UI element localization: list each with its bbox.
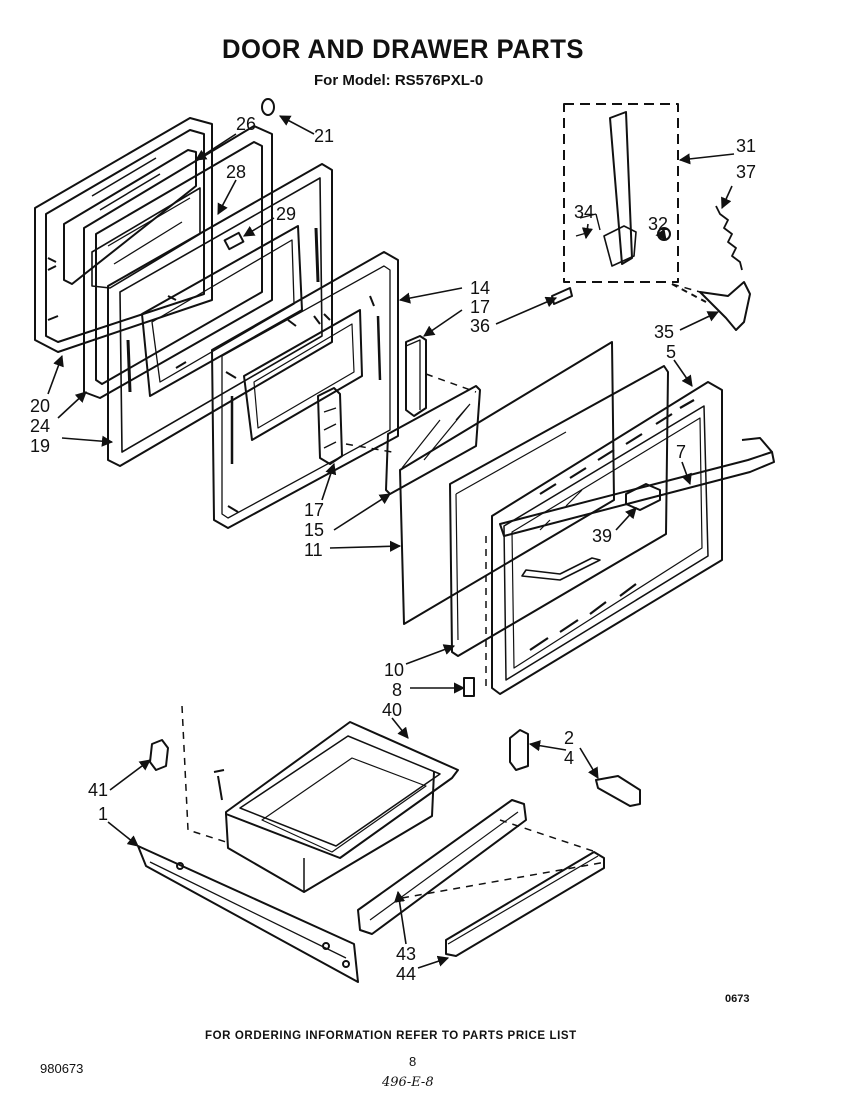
callout-21: 21: [314, 126, 334, 146]
part-inner-door-liner: [107, 163, 333, 467]
part-glass-panel: [399, 341, 615, 625]
callout-17-upper: 17: [470, 297, 490, 317]
part-drawer-pan: [225, 721, 459, 893]
ordering-note: FOR ORDERING INFORMATION REFER TO PARTS …: [205, 1030, 577, 1042]
part-slide-clip: [149, 739, 169, 771]
callout-32: 32: [648, 214, 668, 234]
callout-8: 8: [392, 680, 402, 700]
handwritten-note: 496-E-8: [382, 1075, 434, 1090]
callout-43: 43: [396, 944, 416, 964]
callout-28: 28: [226, 162, 246, 182]
part-drawer-guide: [509, 729, 529, 771]
callout-11: 11: [304, 540, 323, 560]
part-door-handle: [499, 437, 775, 537]
callout-29: 29: [276, 204, 296, 224]
part-screw: [213, 769, 225, 801]
part-hinge-pin: [551, 287, 573, 305]
part-hinge-arm: [671, 281, 751, 331]
part-drawer-rail: [137, 845, 359, 983]
part-hinge-spring: [715, 205, 743, 271]
model-subtitle: For Model: RS576PXL-0: [314, 72, 484, 89]
callout-36: 36: [470, 316, 490, 336]
callout-5: 5: [666, 342, 676, 362]
callout-37: 37: [736, 162, 756, 182]
guide-lines: [181, 283, 701, 899]
callout-44: 44: [396, 964, 416, 984]
callout-19: 19: [30, 436, 50, 456]
part-inner-door-panel: [211, 251, 399, 529]
callout-4: 4: [564, 748, 574, 768]
callout-17-lower: 17: [304, 500, 324, 520]
callout-24: 24: [30, 416, 50, 436]
callout-39: 39: [592, 526, 612, 546]
part-hinge-bracket: [405, 335, 427, 417]
diagram-title: DOOR AND DRAWER PARTS: [222, 34, 584, 64]
page-number: 8: [409, 1054, 417, 1069]
part-plug: [261, 98, 275, 116]
part-drawer-bracket: [595, 775, 641, 807]
callout-34: 34: [574, 202, 594, 222]
callout-7: 7: [676, 442, 686, 462]
part-hinge-assembly: [563, 103, 679, 283]
callout-40: 40: [382, 700, 402, 720]
callout-15: 15: [304, 520, 324, 540]
part-inner-glass: [385, 385, 481, 495]
callout-26: 26: [236, 114, 256, 134]
leader-lines: [47, 115, 735, 969]
part-hinge-receptacle: [317, 387, 343, 465]
drawing-code: 0673: [725, 993, 750, 1005]
callout-35: 35: [654, 322, 674, 342]
callout-20: 20: [30, 396, 50, 416]
part-outer-door-panel: [34, 117, 213, 353]
callout-41: 41: [88, 780, 108, 800]
callout-2: 2: [564, 728, 574, 748]
part-drawer-handle: [445, 851, 605, 957]
document-number: 980673: [40, 1061, 84, 1076]
callout-14: 14: [470, 278, 490, 298]
callout-31: 31: [736, 136, 756, 156]
callout-1: 1: [98, 804, 108, 824]
callout-10: 10: [384, 660, 404, 680]
part-door-clip: [463, 677, 475, 697]
